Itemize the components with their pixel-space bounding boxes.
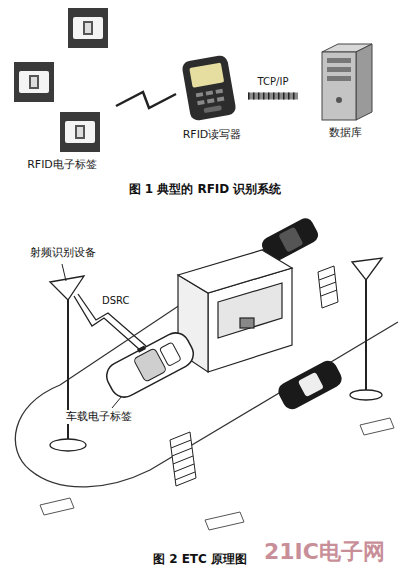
road (15, 225, 300, 470)
striped-barrier (171, 440, 191, 448)
database-server-icon (336, 97, 342, 103)
database-server-icon (356, 44, 372, 120)
leader-line (62, 264, 66, 281)
wireless-link (116, 92, 176, 108)
rfid-reader-icon (203, 105, 222, 113)
striped-barrier (318, 266, 338, 308)
car-with-tag (101, 326, 198, 402)
figure-caption: 图 2 ETC 原理图 (151, 552, 249, 568)
antenna-pole (350, 390, 382, 400)
antenna-pole (352, 258, 382, 280)
car (275, 358, 345, 413)
rfid-tag-icon (60, 112, 100, 152)
rfid-reader: RFID读写器 (176, 50, 248, 142)
rfid-tag-icon (83, 21, 93, 35)
striped-barrier (320, 282, 336, 288)
rfid-tag-icon (31, 77, 37, 87)
rfid-reader-icon (207, 98, 215, 103)
signal-label: DSRC (100, 294, 131, 307)
striped-barrier (174, 464, 194, 472)
rfid-reader-icon (197, 100, 205, 105)
rfid-tag-icon (73, 17, 103, 39)
rfid-reader-icon (206, 90, 214, 95)
connector-line (248, 93, 298, 100)
node-label: RFID电子标签 (25, 158, 99, 172)
rfid-reader-icon (181, 54, 237, 121)
striped-barrier (321, 290, 337, 296)
toll-booth (178, 250, 292, 372)
crosswalk-mark (360, 418, 394, 435)
database-server-icon (327, 67, 351, 72)
antenna-pole (50, 276, 86, 451)
striped-barrier (170, 432, 196, 486)
rfid-tag-icon (65, 121, 95, 143)
antenna-pole (350, 258, 382, 400)
striped-barrier (170, 432, 196, 486)
toll-booth (218, 283, 282, 338)
network-link (248, 96, 298, 97)
rfid-tag-icon (75, 125, 85, 139)
node-label: 数据库 (327, 126, 364, 140)
striped-barrier (318, 266, 338, 308)
device-label: 射频识别设备 (28, 246, 98, 260)
toll-booth (240, 318, 254, 328)
crosswalk-mark (40, 498, 74, 515)
car-with-tag (159, 342, 181, 366)
striped-barrier (172, 448, 192, 456)
rfid-tag-icon (60, 112, 100, 152)
edge-label: TCP/IP (256, 75, 291, 88)
car (298, 372, 324, 397)
dsrc-beam (78, 294, 146, 346)
figure-caption: 图 1 典型的 RFID 识别系统 (127, 182, 284, 198)
striped-barrier (175, 472, 195, 480)
rfid-tag-icon (19, 71, 49, 93)
rfid-reader-icon (189, 63, 224, 88)
striped-barrier (319, 274, 335, 280)
crosswalk-mark (40, 418, 394, 530)
rfid-reader-icon (196, 92, 204, 97)
database-server: 数据库 (298, 40, 392, 140)
rfid-reader-icon (181, 54, 237, 121)
road (15, 225, 398, 487)
rfid-tag-icon (29, 75, 39, 89)
rfid-tag-icon (14, 62, 54, 102)
database-server-icon (322, 44, 372, 120)
rfid-tag-group: RFID电子标签 (8, 4, 116, 172)
tag-label: 车载电子标签 (64, 410, 134, 424)
car (275, 358, 345, 413)
rfid-tag-icon (68, 8, 108, 48)
crosswalk-mark (205, 512, 244, 530)
database-server-icon (327, 58, 351, 63)
connector-hatch (248, 93, 298, 100)
watermark: 21IC电子网 (262, 538, 387, 567)
connector-line (116, 92, 176, 108)
car (278, 226, 303, 252)
node-label: RFID读写器 (181, 128, 244, 142)
toll-booth (178, 250, 292, 293)
database-server-icon (327, 76, 351, 81)
leader-line (112, 396, 122, 408)
rfid-tag-icon (68, 8, 108, 48)
antenna-pole (50, 439, 86, 451)
striped-barrier (173, 456, 193, 464)
rfid-tag-icon (85, 23, 91, 33)
antenna-pole (365, 278, 367, 392)
rfid-reader-icon (215, 89, 223, 94)
rfid-reader-icon (217, 97, 225, 102)
database-server-icon (322, 52, 356, 120)
rfid-tag-icon (77, 127, 83, 137)
car-with-tag (102, 328, 198, 402)
rfid-tag-icon (14, 62, 54, 102)
